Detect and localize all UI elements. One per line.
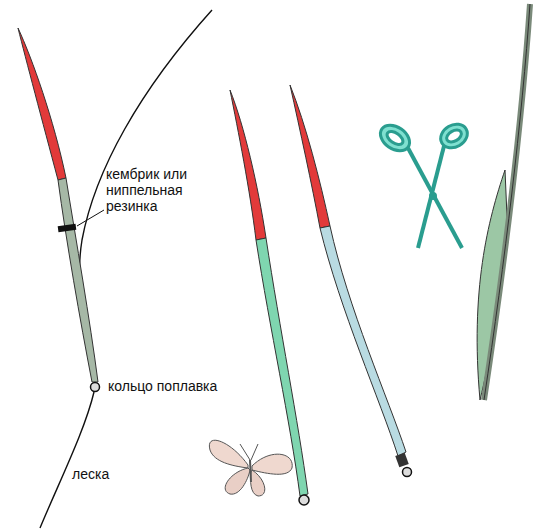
part-label: леска bbox=[72, 466, 109, 482]
leader-line bbox=[77, 210, 104, 226]
fishing-line bbox=[79, 10, 212, 383]
float-body bbox=[58, 178, 98, 382]
feather-shaft bbox=[484, 4, 530, 400]
float-fitting bbox=[395, 453, 409, 468]
butterfly bbox=[209, 440, 292, 496]
float-body bbox=[320, 226, 406, 456]
part-label: кембрик или ниппельная резинка bbox=[106, 166, 190, 214]
float-ring bbox=[403, 468, 412, 477]
float-tip bbox=[230, 90, 266, 240]
fishing-line bbox=[40, 392, 94, 528]
float-tip bbox=[290, 85, 330, 228]
feather-shaft bbox=[484, 4, 530, 400]
scissors bbox=[376, 119, 472, 248]
cambric-band bbox=[58, 224, 77, 232]
float-tip bbox=[18, 28, 66, 180]
float-ring bbox=[91, 383, 100, 392]
float-ring bbox=[299, 495, 309, 505]
part-label: кольцо поплавка bbox=[108, 378, 217, 394]
